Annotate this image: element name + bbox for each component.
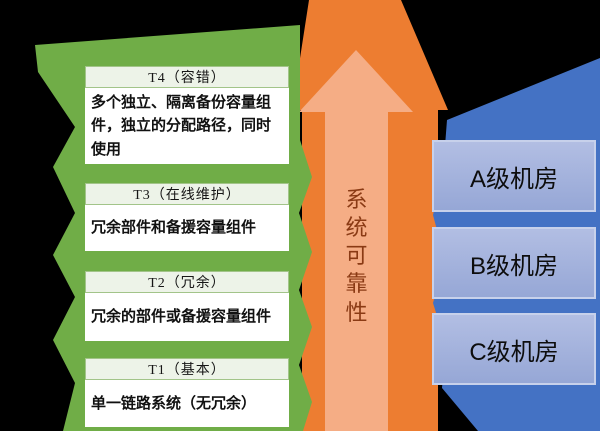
system-reliability-label: 系统可靠性 <box>345 187 368 325</box>
tier-t1-description: 单一链路系统（无冗余） <box>85 380 289 427</box>
tier-t4-header: T4（容错） <box>85 66 289 88</box>
tier-t3-description: 冗余部件和备援容量组件 <box>85 205 289 251</box>
room-class-a: A级机房 <box>432 140 596 212</box>
tier-t1-header: T1（基本） <box>85 358 289 380</box>
tier-t2-header: T2（冗余） <box>85 271 289 293</box>
room-class-c: C级机房 <box>432 313 596 385</box>
tier-t3-header: T3（在线维护） <box>85 183 289 205</box>
tier-t2-description: 冗余的部件或备援容量组件 <box>85 293 289 341</box>
tier-t4-description: 多个独立、隔离备份容量组件，独立的分配路径，同时使用 <box>85 88 289 164</box>
reliability-arrow-inner <box>299 50 413 431</box>
room-class-b: B级机房 <box>432 227 596 299</box>
